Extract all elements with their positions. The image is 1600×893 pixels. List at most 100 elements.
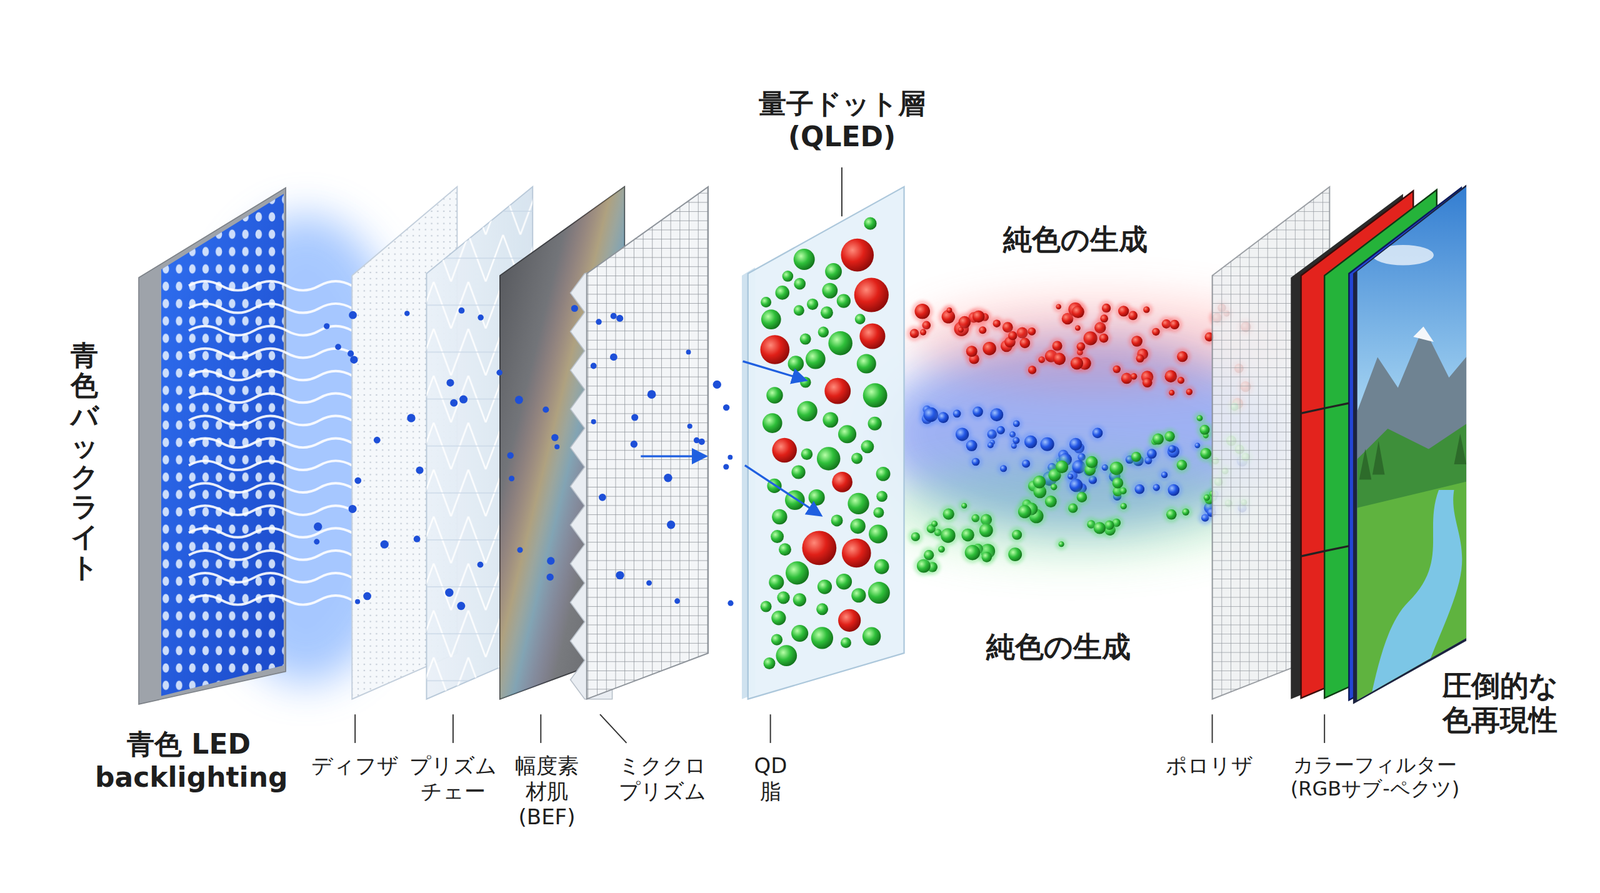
- red-photon-glow: [1053, 301, 1065, 313]
- light-wave: [188, 371, 352, 381]
- green-quantum-dot: [801, 448, 814, 460]
- light-wave: [188, 460, 352, 470]
- red-photon: [915, 303, 930, 319]
- green-photon: [1200, 425, 1210, 435]
- green-quantum-dot: [771, 634, 783, 646]
- green-quantum-dot: [793, 248, 815, 270]
- red-photon-glow: [916, 326, 930, 339]
- blue-photon: [1161, 471, 1168, 479]
- red-quantum-dot: [840, 238, 874, 272]
- red-photon: [978, 326, 987, 334]
- result-label: 圧倒的な 色再現性: [1442, 668, 1559, 738]
- green-quantum-dot: [836, 294, 851, 309]
- green-photon: [1131, 451, 1142, 462]
- green-photon-glow: [961, 541, 984, 564]
- blue-photon: [630, 440, 638, 448]
- light-wave: [188, 416, 352, 426]
- blue-photon: [445, 588, 454, 597]
- blue-photon: [350, 355, 358, 364]
- blue-photon: [406, 413, 415, 422]
- blue-photon: [415, 466, 424, 475]
- green-quantum-dot: [863, 383, 888, 408]
- red-quantum-dot: [760, 335, 790, 365]
- green-quantum-dot: [768, 575, 784, 590]
- blue-photon: [598, 493, 607, 502]
- green-photon-glow: [1163, 506, 1180, 523]
- blue-photon: [1024, 435, 1038, 449]
- blue-photon: [663, 473, 672, 482]
- green-photon: [1050, 483, 1057, 490]
- green-photon-glow: [908, 529, 924, 545]
- red-photon: [1170, 320, 1180, 330]
- red-photon: [982, 341, 997, 356]
- blue-photon-glow: [993, 423, 1009, 438]
- green-photon: [1166, 509, 1177, 520]
- light-wave: [188, 550, 352, 560]
- green-photon: [1055, 460, 1069, 474]
- red-photon: [1136, 354, 1145, 363]
- green-quantum-dot: [762, 413, 783, 434]
- green-quantum-dot: [808, 489, 825, 506]
- green-quantum-dot: [770, 530, 784, 544]
- green-quantum-dot: [851, 588, 866, 603]
- blue-photon: [496, 370, 502, 376]
- green-quantum-dot: [821, 283, 838, 299]
- red-photon: [958, 326, 964, 333]
- green-quantum-dot: [860, 440, 874, 454]
- blue-photon: [610, 353, 618, 362]
- blue-photon-glow: [969, 403, 986, 420]
- red-photon: [1131, 335, 1143, 347]
- red-photon-glow: [1183, 385, 1196, 399]
- green-quantum-dot: [771, 610, 786, 625]
- green-quantum-dot: [805, 349, 826, 370]
- green-quantum-dot: [776, 591, 790, 604]
- green-photon: [979, 523, 994, 538]
- green-quantum-dot: [793, 278, 806, 290]
- green-quantum-dot: [873, 507, 884, 519]
- red-quantum-dot: [859, 323, 885, 349]
- red-photon: [1075, 325, 1081, 331]
- green-quantum-dot: [806, 298, 819, 310]
- green-quantum-dot: [760, 296, 772, 308]
- process-label: 純色の生成: [1003, 222, 1148, 257]
- green-quantum-dot: [874, 559, 890, 575]
- blue-photon: [971, 458, 980, 467]
- quantum-dots: [760, 217, 890, 670]
- blue-photon: [937, 411, 949, 424]
- green-photon-glow: [1090, 518, 1109, 537]
- green-quantum-dot: [778, 543, 792, 556]
- green-photon: [1085, 456, 1098, 469]
- green-photon: [1120, 503, 1127, 510]
- green-photon-glow: [928, 517, 941, 530]
- blue-photon: [953, 410, 962, 419]
- green-quantum-dot: [868, 581, 890, 604]
- green-photon-glow: [1073, 488, 1090, 505]
- red-photon: [1177, 376, 1185, 384]
- green-quantum-dot: [831, 514, 844, 527]
- red-photon-glow: [943, 304, 956, 317]
- excitation-arrows: [640, 361, 820, 515]
- blue-photon: [631, 413, 639, 421]
- part-label: ディフザ: [311, 753, 399, 779]
- green-quantum-dot: [775, 285, 790, 300]
- red-photon-glow: [1050, 350, 1069, 369]
- red-photon-glow: [1025, 324, 1040, 339]
- blue-photon: [674, 598, 680, 604]
- blue-photon: [1146, 448, 1157, 459]
- green-quantum-dot: [791, 625, 809, 642]
- blue-photon: [687, 423, 693, 429]
- red-photon: [1053, 353, 1066, 366]
- green-photon-glow: [1149, 430, 1167, 449]
- blue-photon: [542, 406, 549, 413]
- blue-photon: [571, 305, 579, 312]
- part-label: カラーフィルター (RGBサブ-ペクツ): [1281, 753, 1469, 802]
- green-photon-glow: [940, 505, 958, 524]
- blue-photon-glow: [950, 406, 965, 422]
- part-label: ミククロ プリズム: [618, 753, 707, 805]
- green-photon-glow: [1008, 526, 1025, 544]
- green-photon: [1112, 477, 1124, 489]
- blue-photon: [966, 440, 978, 452]
- blue-photon: [647, 390, 657, 399]
- blue-photon: [727, 455, 733, 460]
